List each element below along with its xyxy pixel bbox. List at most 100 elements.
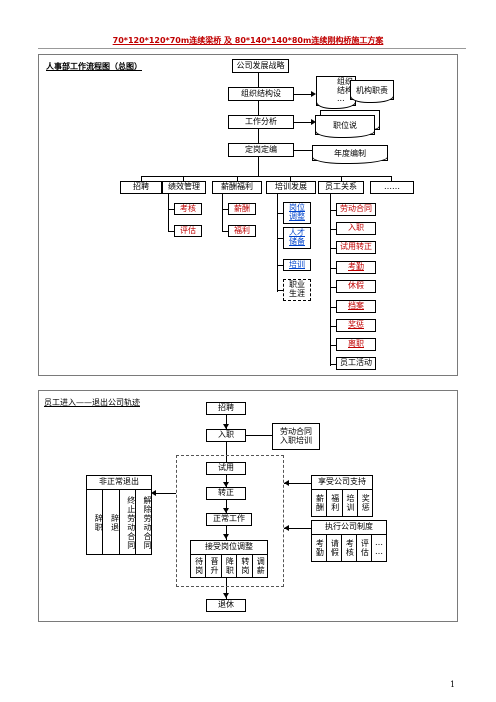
- rel-tick-7: [330, 326, 336, 327]
- branch-compensation-label: 薪酬福利: [221, 182, 253, 192]
- perf-trunk: [168, 194, 169, 232]
- lc-recruit: 招聘: [206, 402, 246, 415]
- perf-tick-1: [168, 209, 174, 210]
- branch-compensation: 薪酬福利: [212, 181, 262, 194]
- policy-item-more: … …: [375, 538, 383, 556]
- org-doc-back-label: 组织 结构 ...: [337, 76, 353, 104]
- rel-item-onboard: 入职: [336, 222, 376, 235]
- branch-bar: [141, 176, 391, 177]
- comp-item-salary-label: 薪酬: [234, 203, 250, 213]
- rel-tick-1: [330, 210, 336, 211]
- branch-more: ……: [370, 181, 414, 194]
- lc-arrow-4: [223, 534, 229, 539]
- rel-item-attendance-label: 考勤: [348, 262, 364, 272]
- rel-item-attendance: 考勤: [336, 261, 376, 274]
- org-structure-label: 组织结构设: [241, 88, 281, 98]
- lc-normal-work-label: 正常工作: [213, 514, 245, 524]
- rel-item-archive: 档案: [336, 300, 376, 313]
- policy-item-evaluation: 评估: [357, 534, 372, 561]
- lc-recruit-label: 招聘: [218, 403, 234, 413]
- document-header-title: 70*120*120*70m连续梁桥 及 80*140*140*80m连续刚构桥…: [112, 36, 384, 45]
- onboard-side-box: 劳动合同 入职培训: [272, 423, 320, 450]
- staff-doc: 年度编制: [312, 145, 388, 164]
- lc-probation-label: 试用: [218, 463, 234, 473]
- job-doc-arrow: [311, 119, 316, 125]
- support-arrow: [284, 480, 289, 486]
- abnormal-exit-box: 非正常退出 辞职 辞退 终止劳动合同 解除劳动合同: [86, 475, 152, 555]
- transfer-item-reassign: 转岗: [237, 554, 253, 577]
- train-tick-1: [277, 213, 283, 214]
- train-item-transfer-label: 岗位调整: [289, 203, 305, 221]
- rel-tick-4: [330, 268, 336, 269]
- job-doc-connector: [294, 122, 314, 123]
- policy-box: 执行公司制度 考勤 请假 考核 评估 … …: [311, 520, 387, 562]
- branch-drop-6: [391, 176, 392, 181]
- transfer-item-demote: 降职: [222, 554, 238, 577]
- job-doc-label: 职位说: [333, 120, 357, 130]
- abnormal-arrow: [151, 490, 156, 496]
- transfer-box: 接受岗位调整 待岗 晋升 降职 转岗 调薪: [190, 540, 268, 578]
- employee-lifecycle-panel: [38, 390, 458, 622]
- perf-item-evaluate-label: 评估: [180, 225, 196, 235]
- perf-tick-2: [168, 231, 174, 232]
- staffing-node: 定岗定编: [228, 143, 294, 157]
- rel-tick-6: [330, 307, 336, 308]
- page-number: 1: [450, 680, 456, 689]
- rel-tick-9: [330, 364, 336, 365]
- train-item-training-label: 培训: [289, 259, 305, 269]
- branch-drop-1: [141, 176, 142, 181]
- rel-item-resign-label: 离职: [348, 339, 364, 349]
- lc-retire-label: 退休: [218, 600, 234, 610]
- org-doc-label: 机构职责: [356, 85, 388, 95]
- rel-item-contract-label: 劳动合同: [340, 204, 372, 214]
- lc-retire: 退休: [206, 599, 246, 612]
- rel-item-activities: 员工活动: [336, 357, 376, 370]
- rel-item-contract: 劳动合同: [336, 203, 376, 216]
- rel-item-rewards-label: 奖惩: [348, 320, 364, 330]
- support-item-salary: 薪酬: [312, 489, 328, 516]
- policy-item-attendance: 考勤: [312, 534, 327, 561]
- staffing-label: 定岗定编: [245, 144, 277, 154]
- hr-workflow-title: 人事部工作流程图（总图）: [46, 62, 142, 71]
- support-items: 薪酬 福利 培训 奖惩: [312, 489, 372, 516]
- onboard-side-connector: [246, 435, 276, 436]
- rel-item-leave: 休假: [336, 280, 376, 293]
- train-tick-2: [277, 238, 283, 239]
- train-item-career-label: 职业生涯: [289, 280, 305, 298]
- lc-onboard-label: 入职: [218, 430, 234, 440]
- branch-recruit: 招聘: [120, 181, 162, 194]
- lc-regular-label: 转正: [218, 488, 234, 498]
- train-tick-3: [277, 265, 283, 266]
- active-employment-region: [176, 455, 284, 587]
- transfer-item-salary-adjust: 调薪: [256, 556, 266, 575]
- policy-item-leave: 请假: [327, 534, 342, 561]
- comp-item-welfare-label: 福利: [234, 225, 250, 235]
- train-tick-4: [277, 290, 283, 291]
- lc-normal-work: 正常工作: [206, 513, 252, 526]
- lifecycle-spine: [226, 414, 227, 600]
- lc-arrow-1: [223, 424, 229, 429]
- rel-item-probation: 试用转正: [336, 241, 376, 254]
- lc-arrow-5: [223, 593, 229, 598]
- abnormal-item-terminate: 终止劳动合同: [120, 489, 136, 554]
- lc-regular: 转正: [206, 487, 246, 500]
- onboard-side-contract: 劳动合同: [280, 426, 312, 436]
- lc-onboard: 入职: [206, 429, 246, 442]
- comp-trunk: [222, 194, 223, 232]
- rel-item-leave-label: 休假: [348, 281, 364, 291]
- rel-item-onboard-label: 入职: [348, 223, 364, 233]
- perf-item-assess: 考核: [174, 203, 202, 215]
- onboard-side-training: 入职培训: [280, 435, 312, 445]
- comp-tick-2: [222, 231, 228, 232]
- abnormal-items: 辞职 辞退 终止劳动合同 解除劳动合同: [87, 489, 152, 554]
- branch-drop-4: [290, 176, 291, 181]
- lc-probation: 试用: [206, 462, 246, 475]
- job-analysis-node: 工作分析: [228, 115, 294, 129]
- support-item-rewards: 奖惩: [361, 493, 371, 512]
- support-title: 享受公司支持: [312, 476, 372, 490]
- policy-title: 执行公司制度: [312, 521, 386, 535]
- rel-item-probation-label: 试用转正: [340, 242, 372, 252]
- policy-item-assessment: 考核: [342, 534, 357, 561]
- train-item-career: 职业生涯: [283, 279, 311, 301]
- branch-drop-3: [237, 176, 238, 181]
